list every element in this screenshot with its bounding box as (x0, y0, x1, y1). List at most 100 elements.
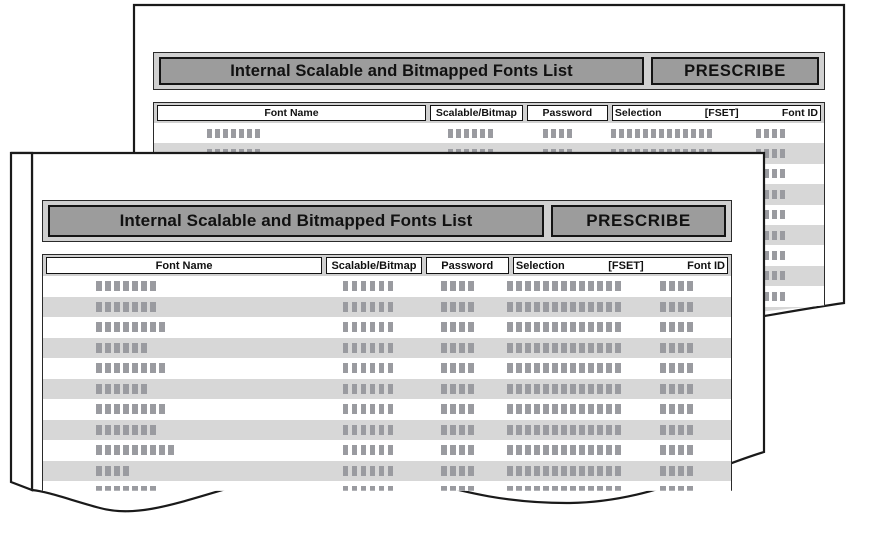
placeholder-block (543, 342, 549, 353)
placeholder-block (459, 424, 465, 435)
placeholder-block (342, 342, 349, 353)
placeholder-block (764, 230, 770, 240)
table-row[interactable] (43, 358, 731, 379)
front-prescribe-button[interactable]: PRESCRIBE (551, 205, 726, 237)
front-table-rows (43, 276, 731, 491)
placeholder-block (342, 445, 349, 456)
placeholder-block (678, 465, 684, 476)
table-row[interactable] (43, 419, 731, 440)
placeholder-block (441, 322, 447, 333)
placeholder-block (516, 404, 522, 415)
placeholder-block (678, 445, 684, 456)
cell-font-name (46, 424, 322, 435)
placeholder-block (780, 251, 786, 261)
placeholder-block (132, 383, 138, 394)
placeholder-block (588, 342, 594, 353)
placeholder-block (459, 404, 465, 415)
table-row[interactable] (43, 337, 731, 358)
placeholder-block (369, 383, 376, 394)
placeholder-block (615, 424, 621, 435)
placeholder-block (525, 322, 531, 333)
placeholder-block (441, 404, 447, 415)
placeholder-block (525, 465, 531, 476)
placeholder-block (525, 445, 531, 456)
blocks-scalable-bitmap (342, 281, 397, 292)
placeholder-block (378, 383, 385, 394)
table-row[interactable] (43, 317, 731, 338)
placeholder-block (669, 465, 675, 476)
placeholder-block (559, 128, 565, 138)
table-row[interactable] (43, 460, 731, 481)
cell-password (418, 486, 501, 491)
placeholder-block (105, 465, 111, 476)
front-font-table: Font Name Scalable/Bitmap Password Selec… (42, 254, 732, 491)
table-row[interactable] (43, 481, 731, 491)
placeholder-block (132, 445, 138, 456)
placeholder-block (678, 383, 684, 394)
placeholder-block (105, 281, 111, 292)
placeholder-block (674, 128, 680, 138)
placeholder-block (360, 322, 367, 333)
placeholder-block (516, 301, 522, 312)
table-row[interactable] (154, 123, 824, 144)
cell-font-id (630, 363, 725, 374)
placeholder-block (459, 281, 465, 292)
placeholder-block (96, 404, 102, 415)
placeholder-block (96, 363, 102, 374)
placeholder-block (660, 404, 666, 415)
placeholder-block (468, 465, 474, 476)
placeholder-block (507, 465, 513, 476)
placeholder-block (369, 465, 376, 476)
back-title-bar: Internal Scalable and Bitmapped Fonts Li… (153, 52, 825, 90)
placeholder-block (579, 404, 585, 415)
placeholder-block (615, 383, 621, 394)
cell-password (418, 322, 501, 333)
placeholder-block (669, 404, 675, 415)
cell-selection (501, 404, 631, 415)
placeholder-block (687, 281, 693, 292)
placeholder-block (606, 342, 612, 353)
table-row[interactable] (43, 378, 731, 399)
placeholder-block (597, 322, 603, 333)
table-row[interactable] (43, 276, 731, 297)
placeholder-block (450, 465, 456, 476)
blocks-scalable-bitmap (342, 363, 397, 374)
placeholder-block (351, 281, 358, 292)
placeholder-block (441, 281, 447, 292)
placeholder-block (579, 363, 585, 374)
cell-password (519, 128, 600, 138)
table-row[interactable] (43, 296, 731, 317)
back-prescribe-button[interactable]: PRESCRIBE (651, 57, 819, 85)
placeholder-block (114, 424, 120, 435)
back-col-header-selection-fontid: Selection [FSET] Font ID (611, 105, 821, 121)
placeholder-block (132, 363, 138, 374)
table-row[interactable] (43, 440, 731, 461)
placeholder-block (588, 486, 594, 491)
placeholder-block (772, 230, 778, 240)
cell-password (418, 445, 501, 456)
placeholder-block (561, 281, 567, 292)
placeholder-block (570, 445, 576, 456)
blocks-selection (507, 342, 624, 353)
back-table-header: Font Name Scalable/Bitmap Password Selec… (154, 103, 824, 123)
placeholder-block (360, 404, 367, 415)
front-col-header-fset: [FSET] (608, 259, 644, 272)
placeholder-block (561, 301, 567, 312)
placeholder-block (360, 486, 367, 491)
placeholder-block (687, 301, 693, 312)
placeholder-block (255, 128, 260, 138)
placeholder-block (525, 404, 531, 415)
placeholder-block (780, 230, 786, 240)
placeholder-block (123, 322, 129, 333)
placeholder-block (96, 281, 102, 292)
blocks-password (441, 404, 477, 415)
table-row[interactable] (43, 399, 731, 420)
cell-font-name (46, 383, 322, 394)
placeholder-block (223, 128, 228, 138)
placeholder-block (387, 281, 394, 292)
cell-scalable-bitmap (322, 301, 417, 312)
placeholder-block (468, 445, 474, 456)
placeholder-block (579, 281, 585, 292)
placeholder-block (687, 424, 693, 435)
